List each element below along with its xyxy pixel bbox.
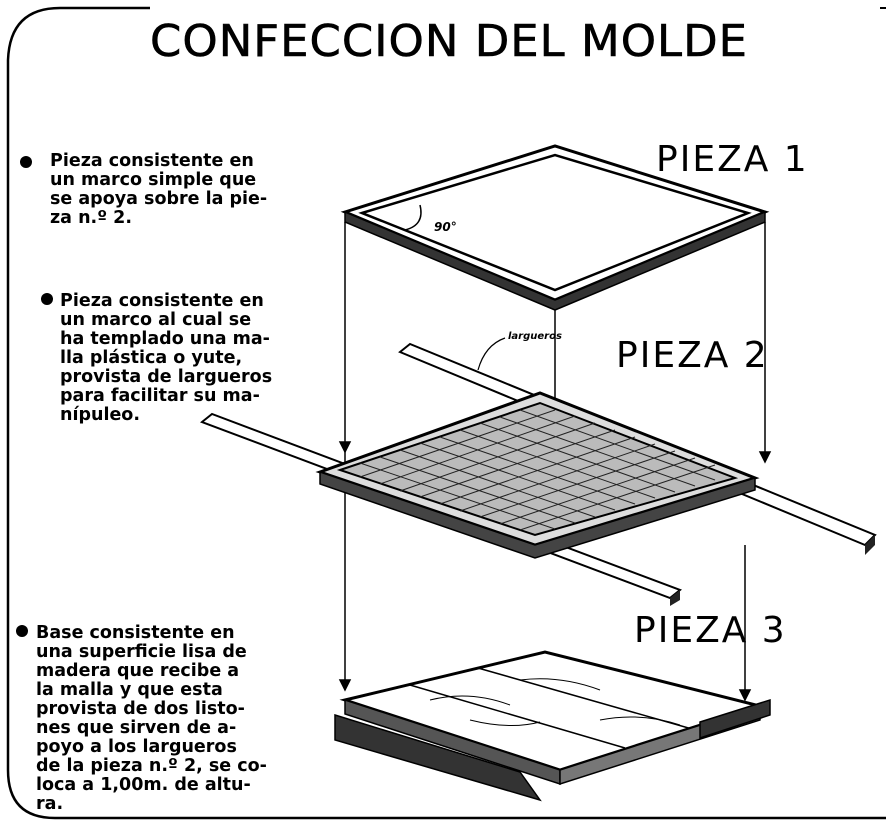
pieza-3-base (334, 650, 771, 802)
pieza-1-frame (340, 144, 770, 311)
pieza-2-frame (200, 337, 877, 606)
largueros-annotation: largueros (508, 331, 562, 342)
bullet-pieza-2 (41, 293, 53, 305)
assembly-guide-lines (338, 222, 772, 702)
bullet-pieza-1 (20, 156, 32, 168)
angle-annotation: 90° (434, 220, 457, 234)
pieza-3-label: PIEZA 3 (634, 610, 787, 651)
pieza-2-label: PIEZA 2 (616, 335, 769, 376)
bullet-pieza-3 (16, 625, 28, 637)
pieza-1-description: Pieza consistente en un marco simple que… (50, 151, 268, 228)
pieza-1-label: PIEZA 1 (656, 139, 809, 180)
page-frame (6, 6, 886, 820)
pieza-3-description: Base consistente en una superficie lisa … (36, 623, 267, 814)
page-title: CONFECCION DEL MOLDE (150, 16, 749, 67)
pieza-2-description: Pieza consistente en un marco al cual se… (60, 291, 273, 425)
